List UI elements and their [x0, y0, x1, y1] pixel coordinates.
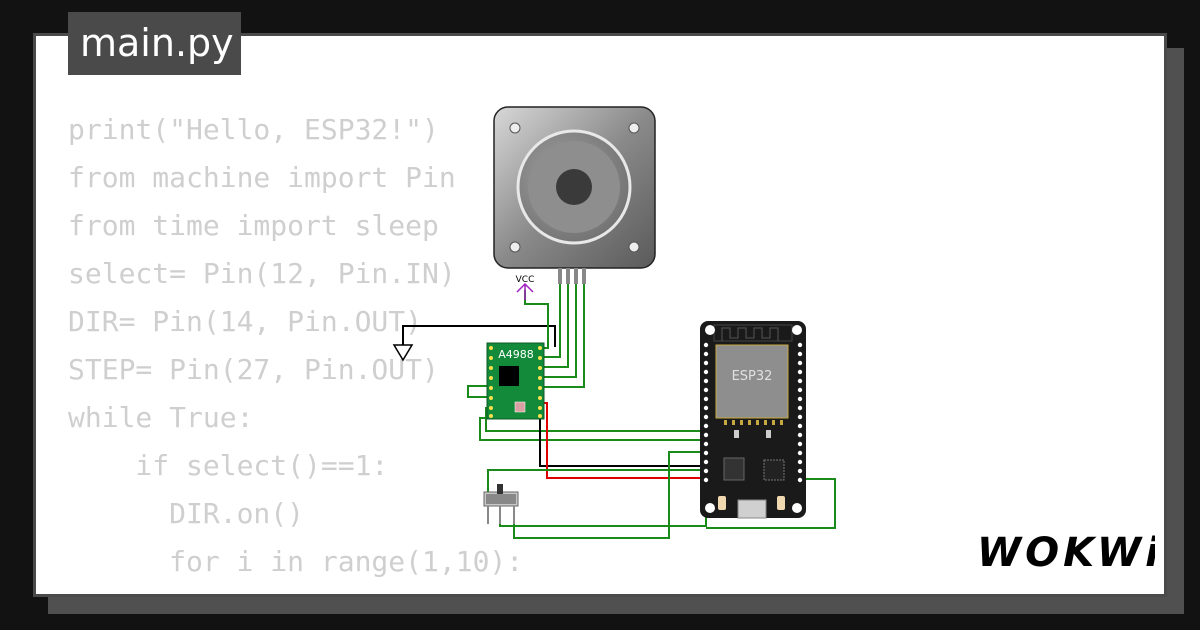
- vcc-label: VCC: [516, 275, 535, 285]
- esp32-label: ESP32: [732, 369, 773, 384]
- esp32-board[interactable]: ESP32: [700, 321, 806, 519]
- code-line-3: from time import sleep: [68, 209, 439, 242]
- a4988-driver[interactable]: A4988: [486, 342, 545, 420]
- wokwi-logo-graphic: WOKWi: [977, 530, 1159, 576]
- slide-switch[interactable]: [483, 484, 519, 524]
- code-preview: print("Hello, ESP32!") from machine impor…: [68, 106, 524, 594]
- wokwi-logo-text: WOKWi: [977, 530, 1155, 576]
- code-line-10: for i in range(1,10):: [68, 545, 524, 578]
- code-line-7: while True:: [68, 401, 254, 434]
- code-line-1: print("Hello, ESP32!"): [68, 113, 439, 146]
- file-tab[interactable]: main.py: [68, 12, 241, 75]
- code-line-9: DIR.on(): [68, 497, 305, 530]
- vcc-symbol[interactable]: VCC: [516, 275, 535, 300]
- wokwi-logo: WOKWi: [975, 526, 1159, 583]
- code-line-2: from machine import Pin: [68, 161, 456, 194]
- code-line-4: select= Pin(12, Pin.IN): [68, 257, 456, 290]
- driver-label: A4988: [498, 348, 534, 361]
- code-line-8: if select()==1:: [68, 449, 389, 482]
- code-line-11: STEP.on(): [68, 586, 523, 594]
- code-line-5: DIR= Pin(14, Pin.OUT): [68, 305, 423, 338]
- ground-symbol[interactable]: [392, 344, 414, 362]
- code-line-6: STEP= Pin(27, Pin.OUT): [68, 353, 439, 386]
- stepper-motor[interactable]: [493, 106, 656, 284]
